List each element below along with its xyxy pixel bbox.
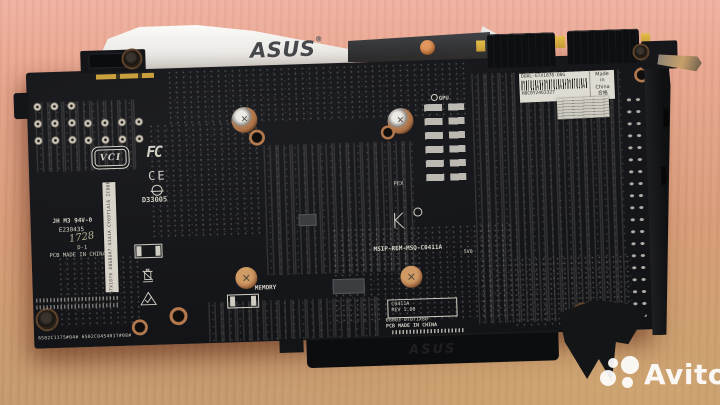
weee-bin-icon xyxy=(142,268,154,283)
avito-logo-circle xyxy=(622,377,633,388)
mounting-hole xyxy=(131,319,149,336)
avito-logo-circle xyxy=(608,358,618,368)
solder-pad-grid xyxy=(28,97,85,151)
kc-mark: K xyxy=(390,207,425,239)
ul-line1: JH M3 94V-0 xyxy=(52,216,93,226)
kc-letter: K xyxy=(390,208,405,234)
asus-logo-text: ASUS xyxy=(249,36,316,63)
ce-mark: CE xyxy=(147,168,167,184)
board-code-box: C0411A REV 1.00 xyxy=(387,297,458,319)
solder-pad-grid xyxy=(79,112,151,150)
gold-pads-strip xyxy=(95,72,155,80)
sli-connector-cap xyxy=(566,28,640,65)
smd-cluster xyxy=(56,254,144,327)
vci-logo: VCI xyxy=(94,148,127,167)
board-code-line2: REV 1.00 xyxy=(391,306,416,314)
date-stamp: 1728 xyxy=(68,230,96,246)
avito-logo-circle xyxy=(600,370,616,386)
gpu-label-text: GPU xyxy=(438,95,449,102)
ic-chip xyxy=(332,278,365,295)
avito-logo-circle xyxy=(621,356,639,374)
gold-pad xyxy=(476,40,486,52)
fine-print-label xyxy=(556,96,610,120)
rev-code: D-1 xyxy=(77,244,88,252)
avito-watermark: Avito xyxy=(598,356,720,404)
corner-screw xyxy=(35,307,59,332)
smd-cluster xyxy=(165,60,468,126)
vrm-pad-column xyxy=(447,103,467,186)
registered-mark: ® xyxy=(315,35,323,44)
sli-connector-cap xyxy=(486,32,556,69)
fcc-logo: FC xyxy=(146,142,162,162)
mounting-hole xyxy=(169,306,188,326)
pcb-left-tab xyxy=(13,92,30,120)
connector-footprint xyxy=(134,243,163,259)
pcie-key-notch xyxy=(279,338,304,353)
edge-code: 6502C1175#04# 6502C045401T#08# xyxy=(38,333,132,342)
doc-code: D33005 xyxy=(141,195,168,205)
memory-label: MEMORY xyxy=(254,284,277,292)
ic-chip xyxy=(298,213,317,227)
side-sticker-text: GTX1070 08G80A7-A1A1A CY09T1A16 ZC886 xyxy=(106,180,115,294)
triangle-check-icon xyxy=(140,291,158,306)
avito-watermark-text: Avito xyxy=(644,358,720,391)
pcb-board: DUAL-GTX1070-O8G H8C0Y2463327 Made in Ch… xyxy=(13,28,654,348)
cap-embossed-brand: ASUS xyxy=(408,340,457,358)
bracket-vent-slot xyxy=(663,109,669,127)
mounting-hole xyxy=(248,129,266,146)
bracket-vent-slot xyxy=(661,167,667,185)
heatpipe-tip xyxy=(420,40,435,55)
asus-logo: ASUS® xyxy=(250,34,355,66)
cooler-shroud-dark xyxy=(348,32,490,62)
vrm-pad-column xyxy=(424,103,445,187)
volt-label: 5V0 xyxy=(463,248,473,256)
kc-ring-icon xyxy=(413,207,423,217)
pex-label: PEX xyxy=(393,181,404,188)
connector-footprint xyxy=(226,293,260,309)
mounting-hole xyxy=(380,125,396,140)
side-sticker: GTX1070 08G80A7-A1A1A CY09T1A16 ZC886 xyxy=(102,180,119,294)
gpu-label: GPU xyxy=(430,93,449,103)
fiducial-icon xyxy=(430,93,438,102)
gold-pad xyxy=(554,35,566,49)
